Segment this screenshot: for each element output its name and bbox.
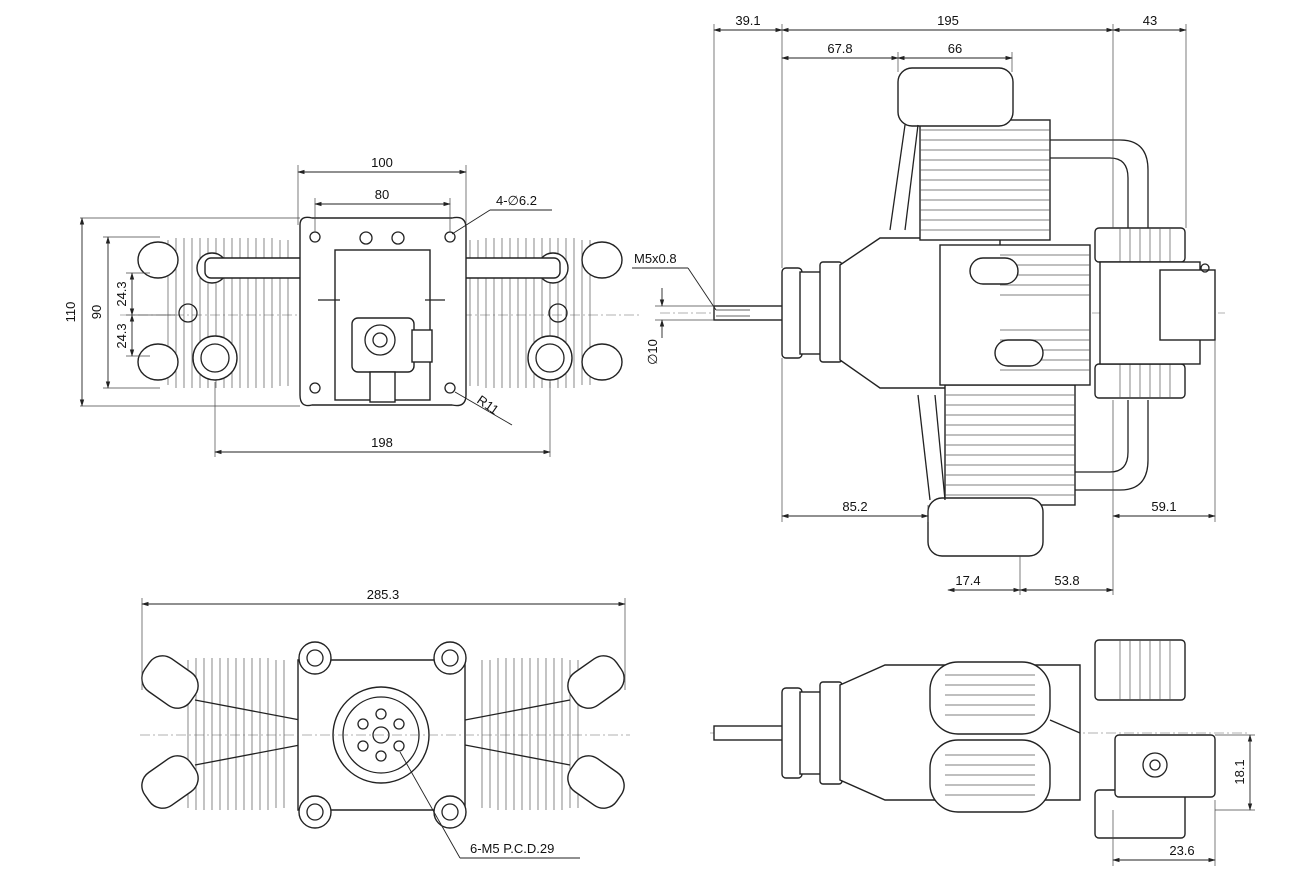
hub-bolt-4: [375, 750, 387, 762]
dim-label-80: 80: [375, 187, 389, 202]
dim-label-shaft-dia: ∅10: [645, 339, 660, 365]
hub-bolt-5: [357, 740, 369, 752]
top-cylinder-head-lower: [929, 739, 1051, 813]
top-view: 18.1 23.6: [710, 639, 1255, 866]
front-intake-pipe-right: [459, 257, 561, 279]
dim-label-r11: R11: [474, 392, 501, 417]
front-plug-cap-br: [581, 343, 623, 381]
dim-label-59-1: 59.1: [1151, 499, 1176, 514]
side-view: 39.1 195 43 67.8 66 M5x0.8 ∅10 85.2 59.1: [632, 13, 1225, 595]
dim-label-43: 43: [1143, 13, 1157, 28]
mount-hole-br: [444, 382, 456, 394]
front-plug-cap-tl: [137, 241, 179, 279]
dim-label-bolt-pattern: 6-M5 P.C.D.29: [470, 841, 554, 856]
dim-label-39-1: 39.1: [735, 13, 760, 28]
side-upper-fins: [920, 129, 1050, 231]
dim-label-holes: 4-∅6.2: [496, 193, 537, 208]
mount-hole-bl: [309, 382, 321, 394]
bottom-plug-cap-tr: [567, 655, 625, 709]
top-head-fins: [945, 674, 1035, 796]
side-prop-hub: [781, 267, 803, 359]
hub-bolt-3: [393, 740, 405, 752]
front-view: 100 80 4-∅6.2 110 90 24.3 24.3 R11: [63, 155, 640, 457]
bottom-plug-cap-bl: [141, 755, 199, 809]
dim-label-m5: M5x0.8: [634, 251, 677, 266]
top-prop-shaft: [713, 725, 785, 741]
front-intake-pipe-left: [204, 257, 306, 279]
top-cylinder-head-upper: [929, 661, 1051, 735]
dim-label-85-2: 85.2: [842, 499, 867, 514]
side-plug-cap-lower: [927, 497, 1044, 557]
bottom-plug-cap-tl: [141, 655, 199, 709]
side-center-fins: [1000, 254, 1090, 371]
front-plug-cap-tr: [581, 241, 623, 279]
dim-label-53-8: 53.8: [1054, 573, 1079, 588]
dim-label-67-8: 67.8: [827, 41, 852, 56]
dim-label-195: 195: [937, 13, 959, 28]
dim-label-285-3: 285.3: [367, 587, 400, 602]
dim-label-90: 90: [89, 305, 104, 319]
side-exhaust-pipe-lower: [1075, 400, 1149, 491]
side-lower-fins: [945, 394, 1075, 496]
side-plug-cap-upper: [897, 67, 1014, 127]
dim-label-66: 66: [948, 41, 962, 56]
dim-label-17-4: 17.4: [955, 573, 980, 588]
dim-label-23-6: 23.6: [1169, 843, 1194, 858]
dim-label-100: 100: [371, 155, 393, 170]
bottom-left-fins: [187, 658, 285, 810]
top-carburetor: [1114, 734, 1216, 798]
dim-label-18-1: 18.1: [1232, 759, 1247, 784]
side-prop-shaft: [713, 305, 785, 321]
front-exhaust-port-right: [527, 335, 573, 381]
front-carburetor: [351, 317, 415, 373]
bottom-plug-cap-br: [567, 755, 625, 809]
dim-label-110: 110: [63, 302, 78, 323]
bottom-view: 285.3 6-M5 P.C.D.29: [140, 587, 630, 859]
dim-label-198: 198: [371, 435, 393, 450]
hub-bolt-6: [357, 718, 369, 730]
dim-label-24-3-upper: 24.3: [114, 281, 129, 306]
front-exhaust-port-left: [192, 335, 238, 381]
hub-bolt-1: [375, 708, 387, 720]
hub-bolt-2: [393, 718, 405, 730]
side-exhaust-pipe-upper: [1050, 139, 1149, 232]
dim-label-24-3-lower: 24.3: [114, 323, 129, 348]
front-plug-cap-bl: [137, 343, 179, 381]
bottom-right-fins: [481, 658, 579, 810]
